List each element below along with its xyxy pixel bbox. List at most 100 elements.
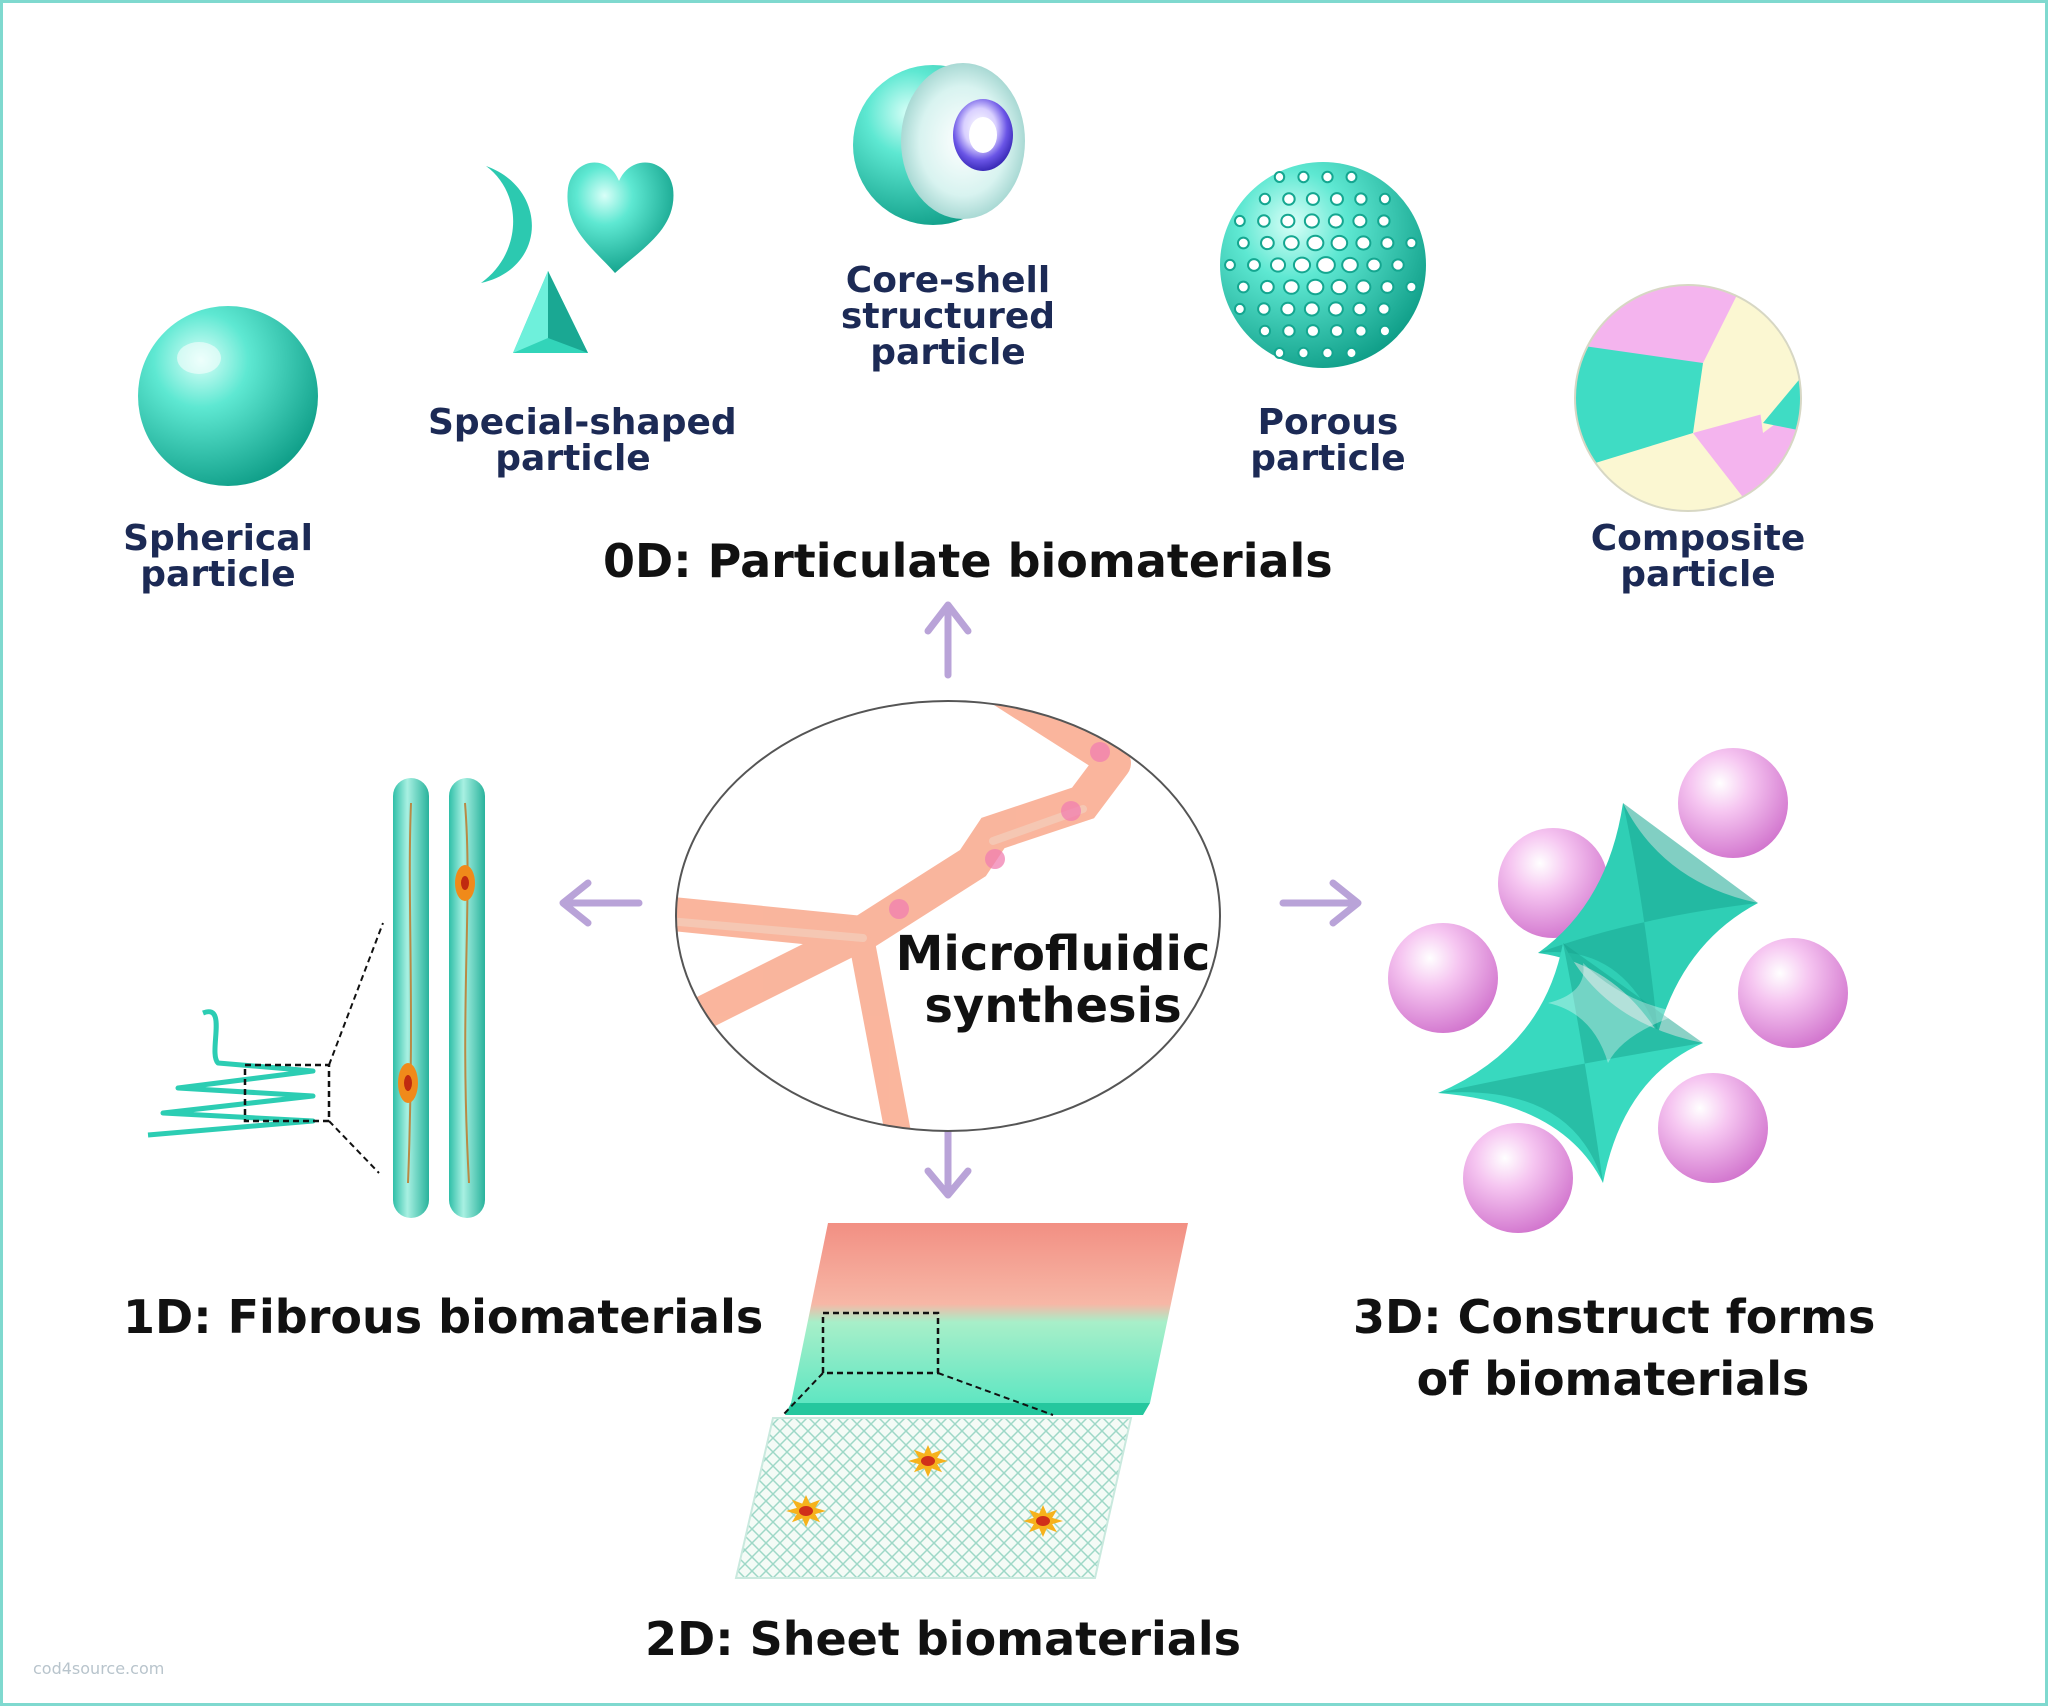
special-shaped-line2: particle — [495, 438, 651, 479]
pore — [1257, 214, 1271, 228]
pore — [1305, 324, 1321, 338]
pore — [1380, 236, 1395, 250]
pore — [1280, 301, 1296, 317]
construct-icon — [1388, 748, 1848, 1233]
pore — [1282, 192, 1296, 206]
center-line1: Microfluidic — [895, 926, 1211, 982]
arrow-down — [924, 1119, 972, 1199]
pore — [1354, 192, 1368, 206]
watermark: cod4source.com — [33, 1659, 165, 1678]
composite-ball-icon — [1574, 284, 1802, 512]
spherical-line1: Spherical — [123, 518, 313, 559]
pore — [1257, 302, 1271, 316]
pore — [1345, 170, 1358, 184]
pore — [1283, 279, 1300, 295]
pore — [1327, 301, 1344, 317]
microfluidic-chip-icon — [675, 700, 1221, 1132]
one-d-heading: 1D: Fibrous biomaterials — [123, 1290, 764, 1344]
zero-d-heading: 0D: Particulate biomaterials — [603, 534, 1333, 588]
pore — [1259, 279, 1275, 295]
porous-line1: Porous — [1257, 402, 1399, 443]
pore — [1303, 301, 1320, 317]
arrow-right — [1279, 879, 1362, 927]
diagram-artwork — [138, 63, 1848, 1579]
arrow-left — [559, 879, 643, 927]
pore — [1405, 280, 1418, 294]
special-shaped-particle-label: Special-shaped particle — [428, 402, 737, 479]
composite-line2: particle — [1620, 554, 1776, 595]
spherical-particle-label: Spherical particle — [108, 521, 328, 593]
pore — [1233, 302, 1246, 316]
pore — [1330, 234, 1349, 252]
pore — [1224, 258, 1236, 272]
pore — [1329, 192, 1344, 206]
core-shell-line3: particle — [870, 332, 1026, 373]
special-shapes-icon — [481, 162, 674, 353]
pore — [1269, 257, 1287, 273]
pore — [1378, 192, 1391, 206]
pore — [1258, 192, 1272, 206]
pore — [1303, 213, 1320, 229]
three-d-line1: 3D: Construct forms — [1353, 1290, 1876, 1344]
sphere-icon — [138, 306, 318, 486]
pore — [1330, 278, 1349, 296]
porous-line2: particle — [1250, 438, 1406, 479]
pore — [1352, 213, 1368, 229]
pore — [1259, 235, 1275, 251]
pore — [1306, 278, 1325, 296]
core-shell-particle-label: Core-shell structured particle — [823, 263, 1073, 371]
fiber-icon — [147, 778, 485, 1218]
core-shell-line1: Core-shell — [845, 260, 1051, 301]
three-d-heading: 3D: Construct forms of biomaterials — [1353, 1286, 1876, 1410]
arrow-up — [924, 601, 972, 679]
pore — [1273, 347, 1286, 359]
core-shell-line2: structured — [840, 296, 1056, 337]
microfluidic-synthesis-label: Microfluidic synthesis — [883, 928, 1223, 1032]
pore — [1247, 258, 1261, 272]
sheet-icon — [734, 1223, 1188, 1579]
pore — [1391, 258, 1405, 272]
pore — [1366, 257, 1382, 273]
pore — [1233, 214, 1246, 228]
pore — [1329, 324, 1344, 338]
pore — [1305, 192, 1321, 206]
cell-nucleus — [799, 1506, 813, 1516]
pore — [1297, 346, 1310, 360]
pore — [1321, 170, 1334, 184]
spherical-line2: particle — [140, 554, 296, 595]
pore — [1345, 346, 1358, 360]
pore — [1377, 214, 1391, 228]
cell-nucleus — [921, 1456, 935, 1466]
two-d-heading: 2D: Sheet biomaterials — [645, 1612, 1241, 1666]
pore — [1354, 324, 1368, 338]
pore — [1380, 280, 1395, 294]
pore — [1297, 170, 1310, 184]
pore — [1321, 346, 1334, 360]
porous-particle-label: Porous particle — [1223, 405, 1433, 477]
pore — [1341, 256, 1359, 274]
pore — [1355, 235, 1372, 251]
pore — [1283, 235, 1300, 251]
pore — [1273, 171, 1286, 183]
pore — [1236, 280, 1250, 294]
pore — [1306, 234, 1325, 252]
center-line2: synthesis — [924, 978, 1182, 1034]
pore — [1352, 301, 1368, 317]
pore — [1378, 324, 1391, 338]
pore — [1316, 256, 1336, 274]
core-shell-icon — [853, 63, 1025, 225]
pore — [1282, 324, 1296, 338]
pore — [1292, 256, 1312, 274]
composite-particle-label: Composite particle — [1583, 521, 1813, 593]
pore — [1377, 302, 1391, 316]
porous-sphere-icon — [1220, 162, 1426, 368]
three-d-line2: of biomaterials — [1416, 1352, 1810, 1406]
cell-nucleus — [1036, 1516, 1050, 1526]
pore — [1355, 279, 1372, 295]
composite-line1: Composite — [1590, 518, 1806, 559]
pore — [1405, 236, 1418, 250]
pore — [1236, 236, 1250, 250]
special-shaped-line1: Special-shaped — [428, 402, 737, 443]
pore — [1327, 213, 1344, 229]
